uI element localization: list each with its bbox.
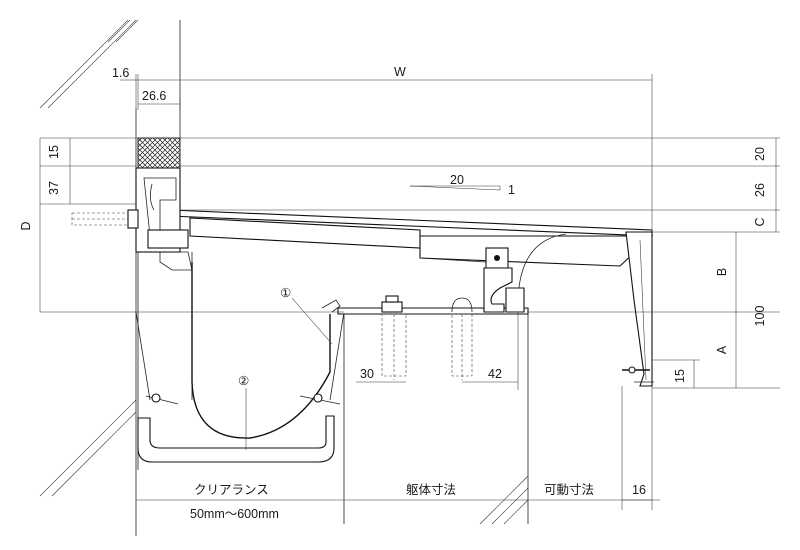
dim-bottom-15: 15 <box>673 369 687 383</box>
label-clearance-range: 50mm〜600mm <box>190 507 279 521</box>
nose-bolt <box>622 366 654 383</box>
callout-part-1: ① <box>280 285 291 300</box>
label-clearance: クリアランス <box>194 482 269 497</box>
dim-anchor-30: 30 <box>360 367 374 381</box>
wall-insulation-block <box>137 137 181 169</box>
dim-right-a: A <box>715 345 729 354</box>
dim-left-37: 37 <box>47 181 61 195</box>
dim-right-c: C <box>753 217 767 226</box>
gutter <box>135 262 345 463</box>
callout-part-2: ② <box>238 373 249 388</box>
dim-left-15: 15 <box>47 145 61 159</box>
label-body-dimension: 躯体寸法 <box>406 482 456 497</box>
bolt-head <box>127 209 139 229</box>
cover-plate <box>169 209 654 387</box>
label-movable-dimension: 可動寸法 <box>544 482 594 497</box>
dim-1-6: 1.6 <box>112 66 129 80</box>
floor-anchors <box>381 313 473 380</box>
dim-anchor-42: 42 <box>488 367 502 381</box>
slide-bracket <box>419 247 525 313</box>
dim-right-26: 26 <box>753 183 767 197</box>
dim-right-100: 100 <box>753 306 767 327</box>
dim-w: W <box>394 65 406 79</box>
dim-left-d: D <box>19 221 33 230</box>
dim-right-20: 20 <box>753 147 767 161</box>
dim-26-6: 26.6 <box>142 89 166 103</box>
dimension-lines <box>39 74 780 510</box>
gutter-clips <box>145 393 341 405</box>
slope-run: 20 <box>450 173 464 187</box>
slope-rise: 1 <box>508 183 515 197</box>
dim-bottom-16: 16 <box>632 483 646 497</box>
dim-right-b: B <box>715 268 729 276</box>
